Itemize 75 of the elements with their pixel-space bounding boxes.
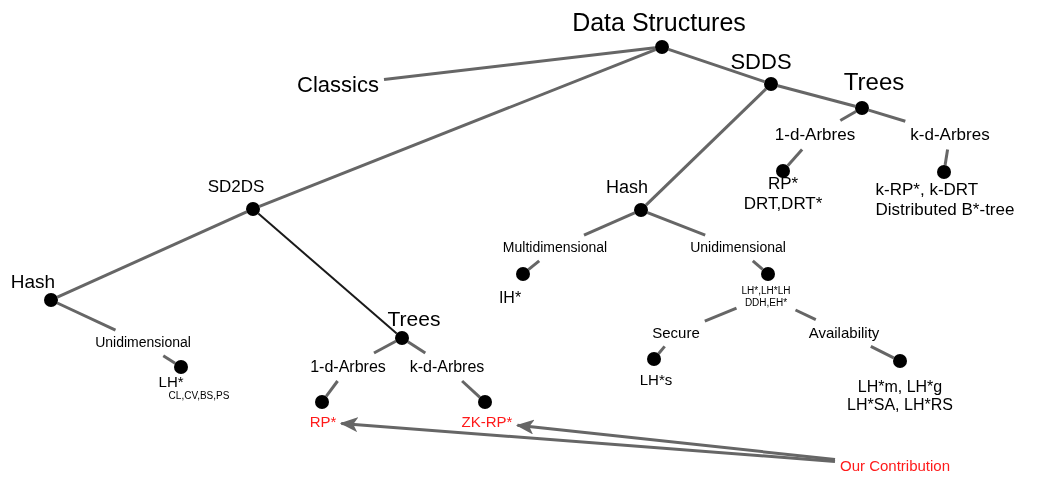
- node-label: LH*s: [639, 371, 673, 389]
- connector-line: [839, 110, 857, 122]
- node-label: SDDS: [730, 49, 792, 75]
- node-dot: [855, 101, 869, 115]
- node-label: RP*: [309, 413, 337, 431]
- node-label: k-d-Arbres: [910, 125, 990, 145]
- node-label: Our Contribution: [839, 457, 951, 475]
- node-dot: [246, 202, 260, 216]
- node-label: Availability: [808, 324, 880, 342]
- connector-line: [258, 48, 657, 208]
- arrow: [515, 419, 836, 461]
- connector-line: [325, 380, 339, 398]
- connector-line: [868, 108, 906, 123]
- connector-line: [751, 259, 764, 271]
- node-label: SD2DS: [207, 177, 265, 197]
- connector-line: [794, 308, 817, 321]
- node-label: Distributed B*-tree: [875, 200, 1015, 220]
- connector-line: [383, 46, 656, 82]
- node-label: DRT,DRT*: [743, 194, 823, 214]
- node-label: Trees: [387, 307, 441, 331]
- node-dot: [395, 331, 409, 345]
- arrow: [339, 417, 836, 463]
- node-label: k-RP*, k-DRT: [875, 180, 979, 200]
- node-dot: [516, 267, 530, 281]
- connector-line: [162, 354, 176, 365]
- node-label: LH*: [158, 372, 184, 390]
- connector-line: [527, 259, 541, 271]
- node-label: RP*: [767, 174, 799, 194]
- connector-line: [704, 306, 738, 323]
- connector-line: [583, 211, 636, 237]
- connector-line: [943, 149, 950, 166]
- node-label: Hash: [606, 176, 648, 198]
- connector-line: [56, 210, 248, 299]
- connector-line: [786, 148, 804, 167]
- connector-line: [646, 211, 706, 237]
- node-dot: [761, 267, 775, 281]
- node-dot: [655, 40, 669, 54]
- node-dot: [174, 360, 188, 374]
- node-dot: [776, 164, 790, 178]
- connector-line: [461, 379, 481, 399]
- node-label: Secure: [652, 324, 700, 342]
- connector-line: [657, 345, 666, 355]
- connector-line: [373, 339, 397, 355]
- connector-line: [56, 301, 117, 332]
- node-dot: [44, 293, 58, 307]
- node-label: IH*: [498, 289, 522, 307]
- node-label: Data Structures: [572, 8, 746, 36]
- node-label: k-d-Arbres: [409, 358, 485, 376]
- node-dot: [893, 354, 907, 368]
- connector-line: [257, 212, 398, 335]
- node-dot: [478, 395, 492, 409]
- node-label: Unidimensional: [690, 240, 786, 256]
- node-label: CL,CV,BS,PS: [168, 389, 230, 402]
- node-dot: [647, 352, 661, 366]
- node-label: LH*SA, LH*RS: [847, 396, 953, 415]
- connector-line: [777, 84, 856, 108]
- node-dot: [764, 77, 778, 91]
- node-label: ZK-RP*: [461, 413, 513, 431]
- node-label: Unidimensional: [95, 335, 191, 351]
- connector-line: [870, 345, 895, 360]
- connector-line: [668, 47, 765, 84]
- node-label: LH*,LH*LH: [741, 284, 791, 296]
- node-label: Multidimensional: [502, 240, 608, 256]
- connector-line: [644, 87, 768, 207]
- node-label: Hash: [10, 271, 56, 293]
- connector-line: [407, 340, 427, 355]
- node-label: 1-d-Arbres: [310, 358, 386, 376]
- node-label: Classics: [297, 72, 379, 98]
- node-label: Trees: [843, 68, 905, 96]
- node-label: LH*m, LH*g: [857, 377, 943, 396]
- node-dot: [937, 165, 951, 179]
- node-label: DDH,EH*: [744, 296, 788, 308]
- node-dot: [634, 203, 648, 217]
- node-label: 1-d-Arbres: [774, 125, 856, 145]
- node-dot: [315, 395, 329, 409]
